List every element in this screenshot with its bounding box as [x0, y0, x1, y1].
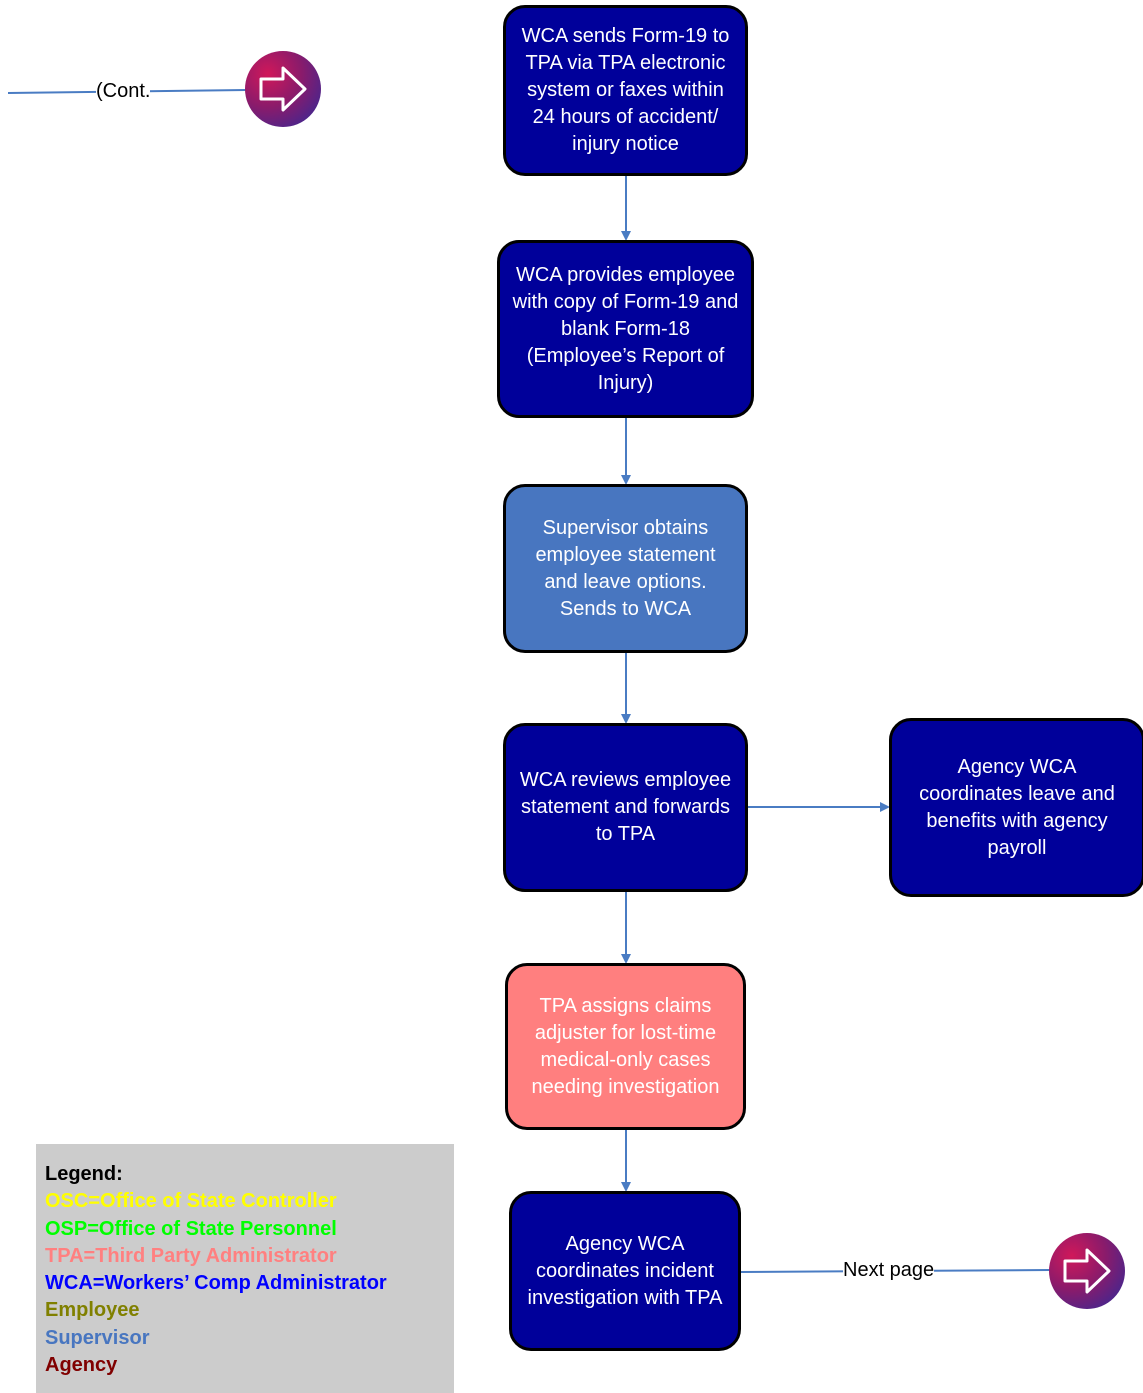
legend-title: Legend:	[45, 1163, 123, 1185]
flow-step-incident-investigation: Agency WCA coordinates incident investig…	[509, 1191, 741, 1351]
flow-step-send-form-19: WCA sends Form-19 to TPA via TPA electro…	[503, 5, 748, 176]
cont-label: (Cont.	[96, 80, 151, 102]
legend-item-osc: OSC=Office of State Controller	[45, 1190, 337, 1213]
legend-item-agency: Agency	[45, 1354, 118, 1377]
flow-step-assign-adjuster: TPA assigns claims adjuster for lost-tim…	[505, 963, 746, 1130]
continue-arrow-button[interactable]	[245, 51, 321, 127]
legend-item-osp: OSP=Office of State Personnel	[45, 1217, 337, 1240]
flow-step-provide-form-copies: WCA provides employee with copy of Form-…	[497, 240, 754, 418]
right-arrow-icon	[1063, 1248, 1111, 1294]
legend-item-wca: WCA=Workers’ Comp Administrator	[45, 1272, 387, 1295]
right-arrow-icon	[259, 66, 307, 112]
legend-panel: Legend: OSC=Office of State Controller O…	[36, 1144, 454, 1393]
flow-step-review-and-forward: WCA reviews employee statement and forwa…	[503, 723, 748, 892]
flow-step-supervisor-statement: Supervisor obtains employee statement an…	[503, 484, 748, 653]
legend-item-supervisor: Supervisor	[45, 1326, 150, 1349]
legend-item-employee: Employee	[45, 1299, 140, 1322]
legend-item-tpa: TPA=Third Party Administrator	[45, 1244, 337, 1267]
next-page-label: Next page	[843, 1259, 935, 1281]
next-page-arrow-button[interactable]	[1049, 1233, 1125, 1309]
flow-step-coordinate-leave: Agency WCA coordinates leave and benefit…	[889, 718, 1143, 897]
